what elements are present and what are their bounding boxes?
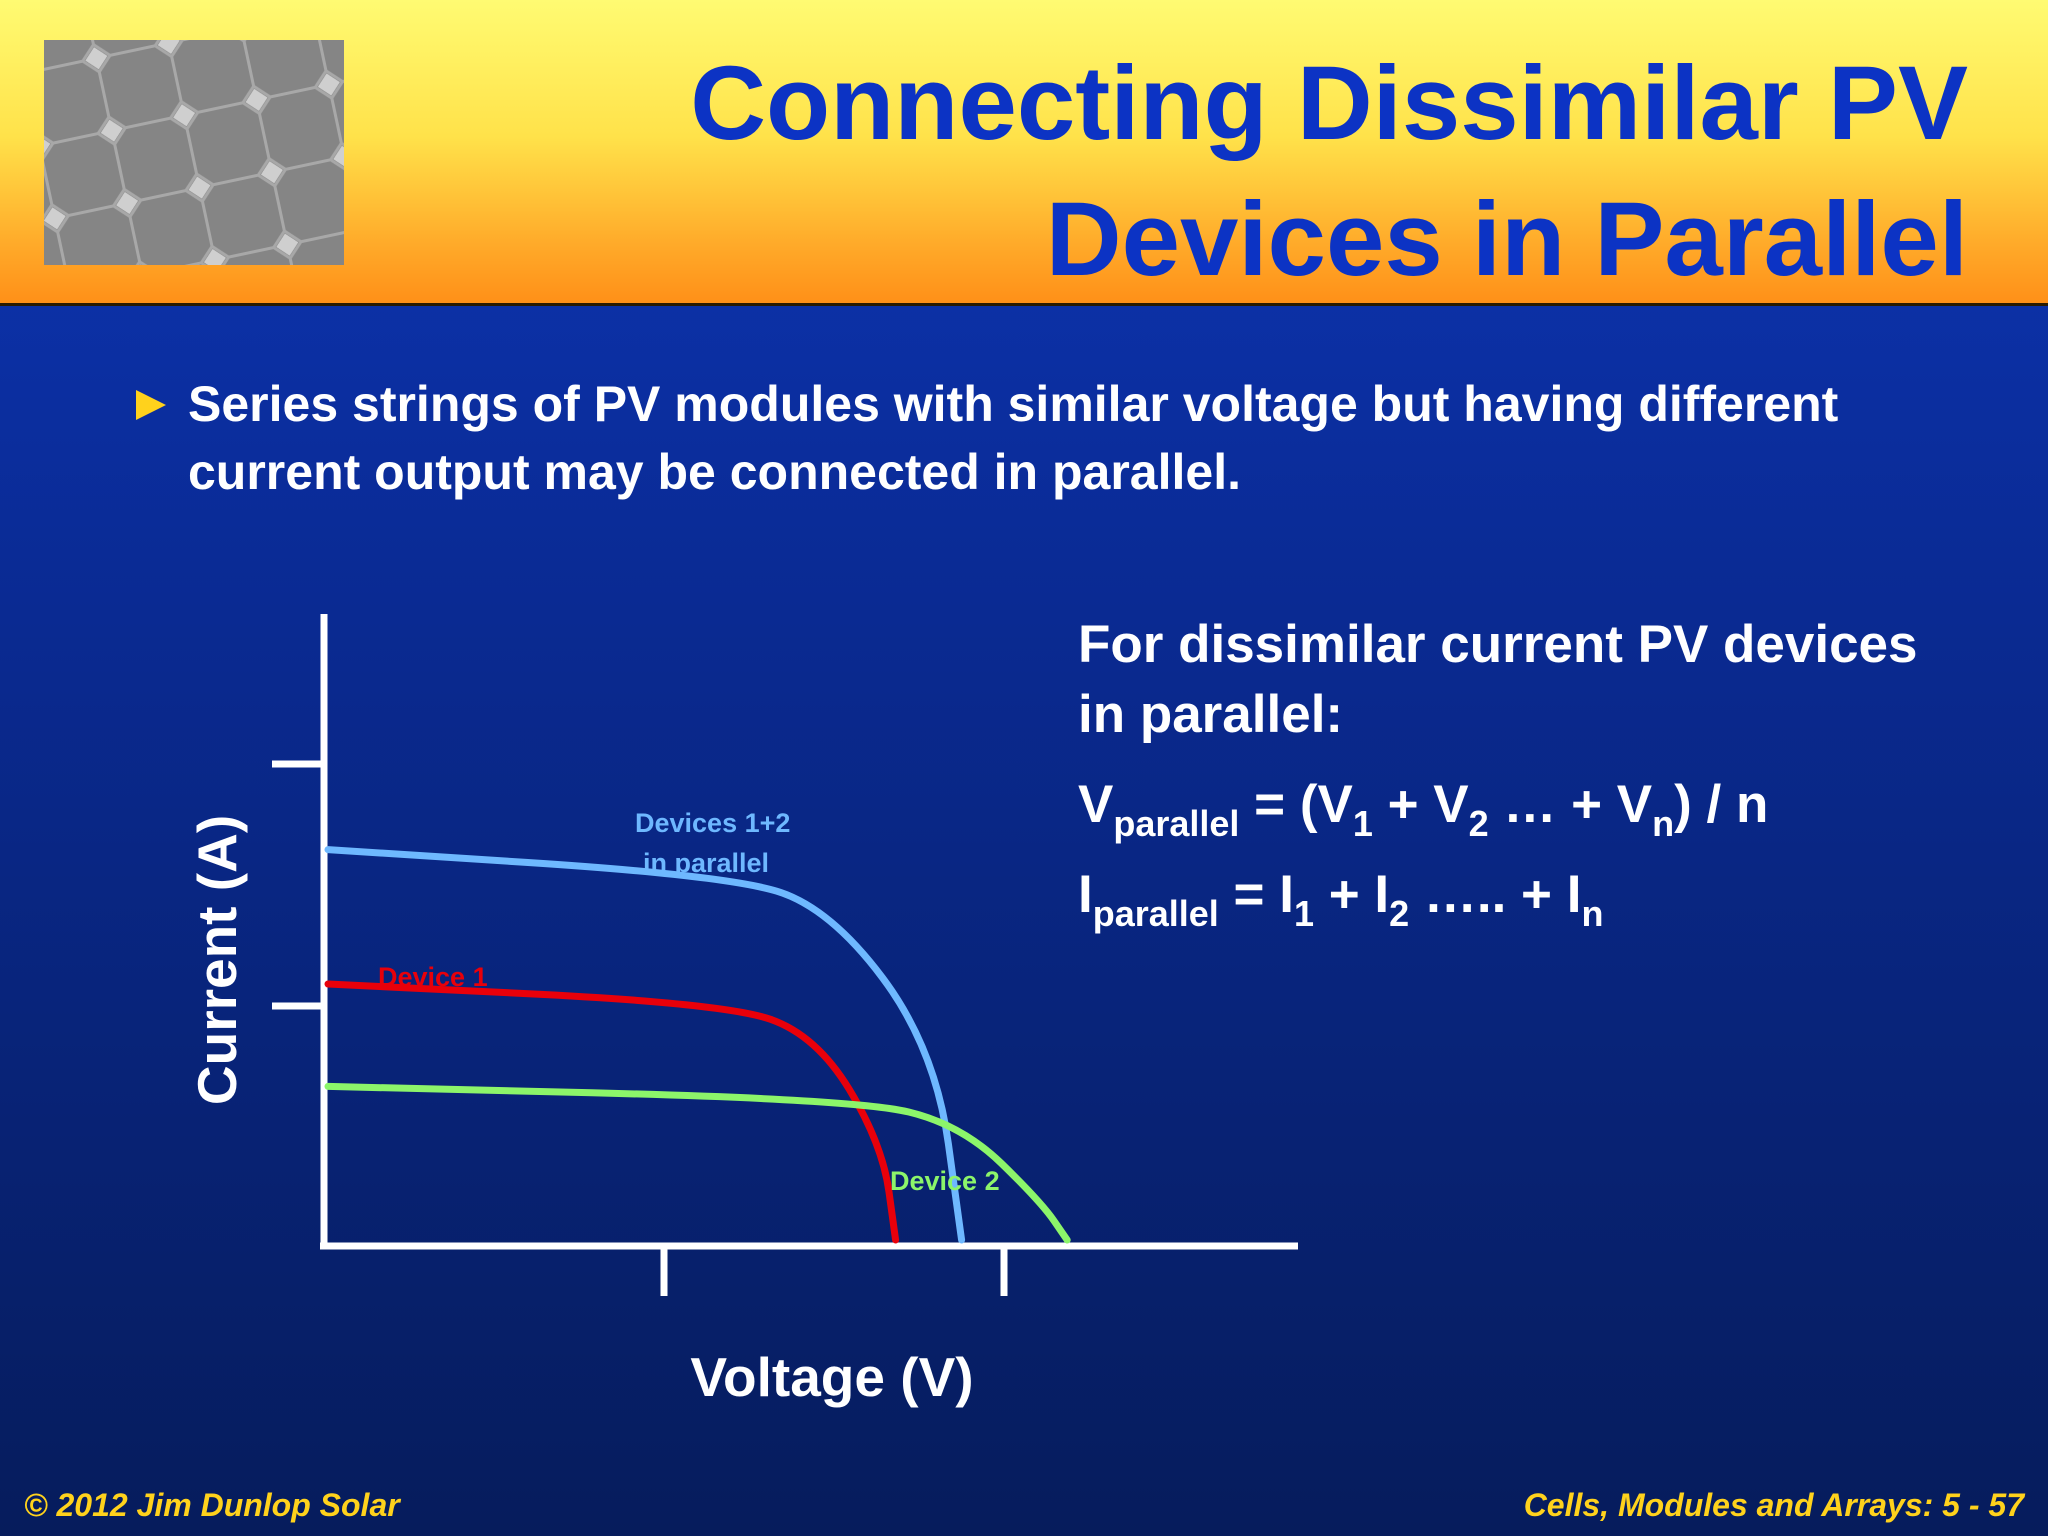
formula-heading: For dissimilar current PV devices in par… — [1078, 615, 1918, 744]
footer-slide-number: Cells, Modules and Arrays: 5 - 57 — [1523, 1487, 2024, 1523]
header-bar: Connecting Dissimilar PV Devices in Para… — [0, 0, 2048, 306]
voltage-subscript: parallel — [1113, 803, 1240, 844]
voltage-sub-2: 2 — [1468, 803, 1489, 844]
curve-label-0-0: Devices 1+2 — [635, 808, 790, 838]
y-axis-label: Current (A) — [186, 815, 248, 1105]
current-sub-1: 1 — [1293, 893, 1314, 934]
slide-title-line-1: Connecting Dissimilar PV — [690, 45, 1968, 162]
current-plus-2: ….. + I — [1409, 865, 1582, 924]
formula-panel: For dissimilar current PV devices in par… — [1078, 610, 1978, 932]
voltage-sub-1: 1 — [1352, 803, 1373, 844]
current-eq: = I — [1218, 865, 1294, 924]
current-subscript: parallel — [1092, 893, 1219, 934]
bullet-point: Series strings of PV modules with simila… — [132, 370, 1912, 506]
solar-cell-photo — [44, 40, 344, 265]
curve-devices-1-2-in-parallel — [324, 846, 966, 1244]
voltage-sub-n: n — [1652, 803, 1675, 844]
voltage-end: ) / n — [1674, 775, 1769, 834]
current-plus-1: + I — [1313, 865, 1390, 924]
curve-label-2-0: Device 2 — [890, 1166, 1000, 1196]
voltage-symbol: V — [1078, 775, 1114, 834]
x-axis-label: Voltage (V) — [690, 1346, 973, 1408]
current-sub-2: 2 — [1389, 893, 1410, 934]
voltage-formula: Vparallel = (V1 + V2 … + Vn) / n — [1078, 770, 1978, 842]
voltage-plus-2: … + V — [1488, 775, 1653, 834]
current-symbol: I — [1078, 865, 1093, 924]
voltage-plus-1: + V — [1372, 775, 1469, 834]
curve-device-1 — [324, 980, 900, 1244]
solar-cell-pattern-icon — [44, 40, 344, 265]
current-sub-n: n — [1581, 893, 1604, 934]
chart-axes — [320, 614, 1298, 1250]
curve-label-1-0: Device 1 — [378, 962, 488, 992]
current-formula: Iparallel = I1 + I2 ….. + In — [1078, 860, 1978, 932]
bullet-text: Series strings of PV modules with simila… — [188, 376, 1839, 500]
curve-label-0-1: in parallel — [643, 848, 769, 878]
triangle-bullet-icon — [136, 390, 166, 420]
slide-title: Connecting Dissimilar PV Devices in Para… — [518, 36, 1968, 308]
chart-curves — [324, 846, 1071, 1244]
voltage-eq: = (V — [1239, 775, 1353, 834]
chart-ticks — [272, 760, 1008, 1296]
curve-device-2 — [324, 1082, 1071, 1244]
slide-title-line-2: Devices in Parallel — [1045, 181, 1968, 298]
footer-copyright: © 2012 Jim Dunlop Solar — [24, 1487, 400, 1523]
